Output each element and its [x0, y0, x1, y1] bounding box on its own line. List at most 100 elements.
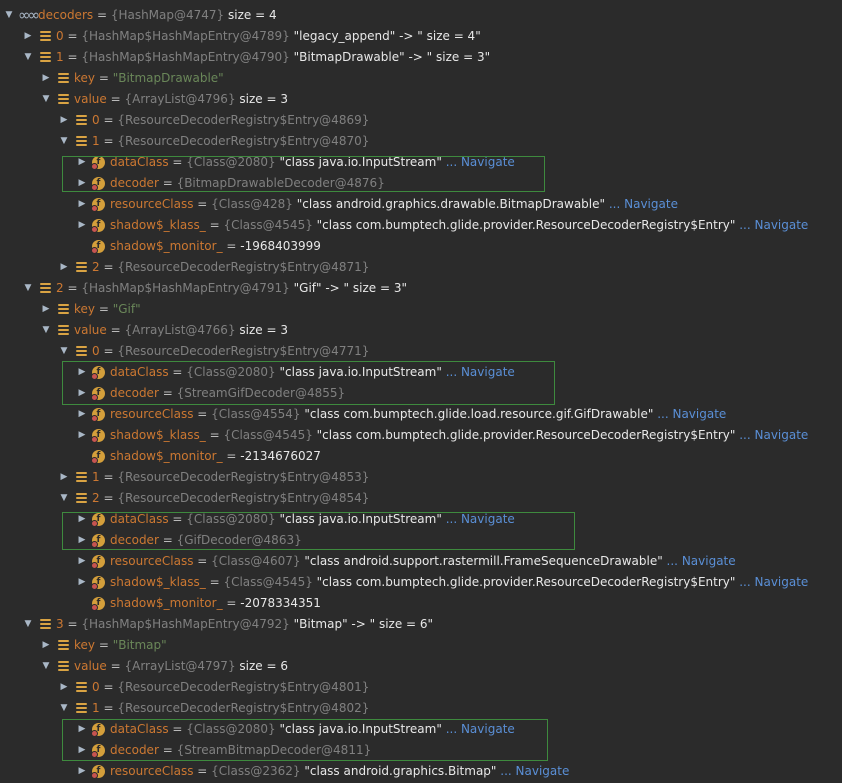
expanded-arrow-icon[interactable]: ▼ [60, 136, 68, 146]
row-text: 1 = {ResourceDecoderRegistry$Entry@4802} [92, 698, 369, 719]
expanded-arrow-icon[interactable]: ▼ [24, 619, 32, 629]
field-icon: f [91, 240, 105, 254]
navigate-link[interactable]: Navigate [624, 197, 678, 211]
collapsed-arrow-icon[interactable]: ▶ [78, 199, 86, 209]
collapsed-arrow-icon[interactable]: ▶ [60, 682, 68, 692]
list-entry-icon [76, 472, 87, 483]
collapsed-arrow-icon[interactable]: ▶ [78, 157, 86, 167]
tree-row[interactable]: ▶key = "Bitmap" [0, 635, 842, 656]
navigate-link[interactable]: Navigate [515, 764, 570, 778]
tree-row[interactable]: ▼2 = {ResourceDecoderRegistry$Entry@4854… [0, 488, 842, 509]
collapsed-arrow-icon[interactable]: ▶ [60, 262, 68, 272]
collapsed-arrow-icon[interactable]: ▶ [78, 766, 86, 776]
expanded-arrow-icon[interactable]: ▼ [5, 10, 13, 20]
variable-name: decoder [110, 743, 159, 757]
tree-row[interactable]: ▼0 = {ResourceDecoderRegistry$Entry@4771… [0, 341, 842, 362]
collapsed-arrow-icon[interactable]: ▶ [78, 577, 86, 587]
navigate-link[interactable]: Navigate [754, 575, 809, 589]
tree-row[interactable]: ▼value = {ArrayList@4796} size = 3 [0, 89, 842, 110]
collapsed-arrow-icon[interactable]: ▶ [42, 304, 50, 314]
collapsed-arrow-icon[interactable]: ▶ [78, 409, 86, 419]
expanded-arrow-icon[interactable]: ▼ [42, 661, 50, 671]
object-reference: {StreamBitmapDecoder@4811} [176, 743, 372, 757]
row-text: decoder = {StreamBitmapDecoder@4811} [110, 740, 371, 761]
expanded-arrow-icon[interactable]: ▼ [60, 346, 68, 356]
equals-sign: = [63, 281, 82, 295]
variable-name: shadow$_monitor_ [110, 239, 223, 253]
expanded-arrow-icon[interactable]: ▼ [60, 493, 68, 503]
collapsed-arrow-icon[interactable]: ▶ [24, 31, 32, 41]
tree-row[interactable]: ▼1 = {HashMap$HashMapEntry@4790} "Bitmap… [0, 47, 842, 68]
tree-row[interactable]: ▼value = {ArrayList@4797} size = 6 [0, 656, 842, 677]
tree-row[interactable]: ▼1 = {ResourceDecoderRegistry$Entry@4870… [0, 131, 842, 152]
tree-row[interactable]: ▼2 = {HashMap$HashMapEntry@4791} "Gif" -… [0, 278, 842, 299]
tree-row[interactable]: ▶1 = {ResourceDecoderRegistry$Entry@4853… [0, 467, 842, 488]
navigate-link[interactable]: Navigate [460, 722, 515, 736]
navigate-link[interactable]: Navigate [754, 428, 809, 442]
expanded-arrow-icon[interactable]: ▼ [24, 283, 32, 293]
expanded-arrow-icon[interactable]: ▼ [42, 94, 50, 104]
collapsed-arrow-icon[interactable]: ▶ [60, 472, 68, 482]
tree-row[interactable]: ▶ 0 = {ResourceDecoderRegistry$Entry@4869… [0, 110, 842, 131]
collapsed-arrow-icon[interactable]: ▶ [78, 535, 86, 545]
list-entry-icon [58, 661, 69, 672]
collapsed-arrow-icon[interactable]: ▶ [60, 115, 68, 125]
collapsed-arrow-icon[interactable]: ▶ [78, 367, 86, 377]
collapsed-arrow-icon[interactable]: ▶ [78, 430, 86, 440]
tree-row[interactable]: ▶0 = {ResourceDecoderRegistry$Entry@4801… [0, 677, 842, 698]
equals-sign: = [158, 743, 177, 757]
row-text: 0 = {ResourceDecoderRegistry$Entry@4869} [92, 110, 369, 131]
tree-row[interactable]: ▼value = {ArrayList@4766} size = 3 [0, 320, 842, 341]
collapsed-arrow-icon[interactable]: ▶ [42, 73, 50, 83]
object-reference: {BitmapDrawableDecoder@4876} [176, 176, 385, 190]
collapsed-arrow-icon[interactable]: ▶ [78, 724, 86, 734]
collapsed-arrow-icon[interactable]: ▶ [78, 388, 86, 398]
object-reference: {Class@2362} [211, 764, 301, 778]
expanded-arrow-icon[interactable]: ▼ [24, 52, 32, 62]
navigate-link[interactable]: Navigate [460, 155, 515, 169]
collapsed-arrow-icon[interactable]: ▶ [78, 556, 86, 566]
tree-row[interactable]: ▼∞∞decoders = {HashMap@4747} size = 4 [0, 5, 842, 26]
tree-row[interactable]: ▼3 = {HashMap$HashMapEntry@4792} "Bitmap… [0, 614, 842, 635]
navigate-link[interactable]: Navigate [460, 512, 515, 526]
navigate-ellipsis: ... [496, 764, 516, 778]
collapsed-arrow-icon[interactable]: ▶ [78, 220, 86, 230]
navigate-link[interactable]: Navigate [672, 407, 727, 421]
collapsed-arrow-icon[interactable]: ▶ [78, 514, 86, 524]
tree-row[interactable]: ▶key = "Gif" [0, 299, 842, 320]
collapsed-arrow-icon[interactable]: ▶ [78, 745, 86, 755]
expanded-arrow-icon[interactable]: ▼ [60, 703, 68, 713]
tree-row[interactable]: ▼ 1 = {ResourceDecoderRegistry$Entry@4802… [0, 698, 842, 719]
field-icon: f [91, 198, 105, 212]
navigate-link[interactable]: Navigate [460, 365, 515, 379]
collapsed-arrow-icon[interactable]: ▶ [42, 640, 50, 650]
object-reference: {Class@4607} [211, 554, 301, 568]
navigate-link[interactable]: Navigate [754, 218, 809, 232]
variable-name: key [74, 638, 96, 652]
collapsed-arrow-icon[interactable]: ▶ [78, 178, 86, 188]
tree-row[interactable]: ▶0 = {HashMap$HashMapEntry@4789} "legacy… [0, 26, 842, 47]
tree-row[interactable]: ▶key = "BitmapDrawable" [0, 68, 842, 89]
object-reference: {GifDecoder@4863} [176, 533, 302, 547]
expanded-arrow-icon[interactable]: ▼ [42, 325, 50, 335]
tree-row[interactable]: ▶2 = {ResourceDecoderRegistry$Entry@4871… [0, 257, 842, 278]
navigate-link[interactable]: Navigate [681, 554, 736, 568]
